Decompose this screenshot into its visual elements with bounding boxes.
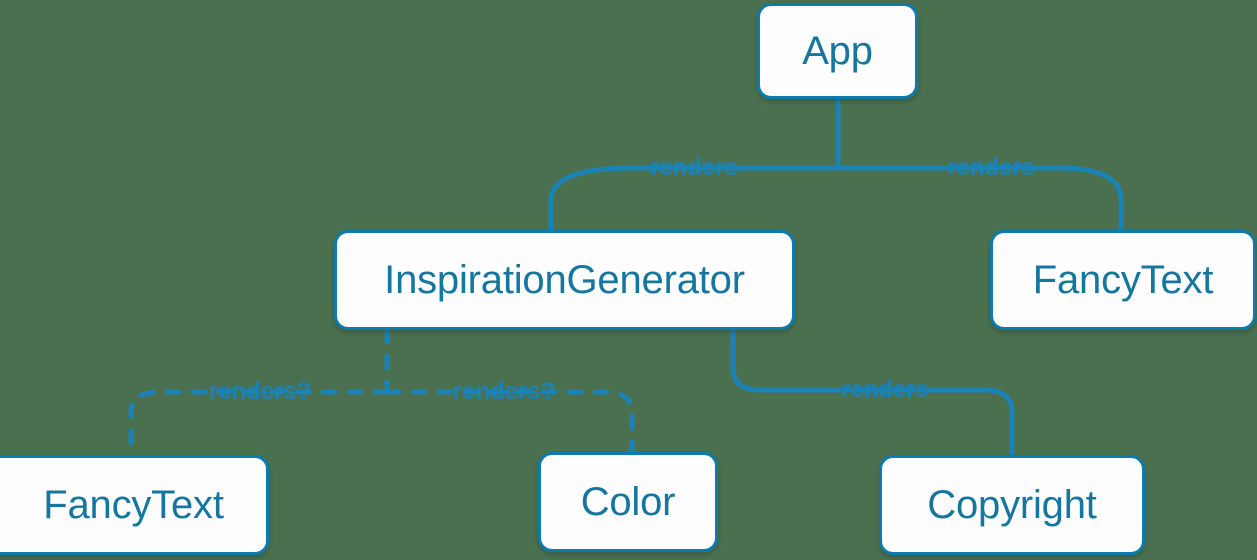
node-label-copyright: Copyright bbox=[927, 483, 1097, 527]
node-color[interactable]: Color bbox=[538, 452, 718, 552]
node-label-fancytext-bottom: FancyText bbox=[43, 483, 224, 527]
node-app[interactable]: App bbox=[757, 3, 918, 99]
edge-inspirationgenerator-to-color bbox=[384, 389, 635, 455]
edge-inspirationgenerator-to-fancytext bbox=[128, 389, 390, 458]
node-fancytext-top[interactable]: FancyText bbox=[990, 230, 1256, 330]
node-inspirationgenerator[interactable]: InspirationGenerator bbox=[334, 230, 795, 330]
node-fancytext-bottom[interactable]: FancyText bbox=[0, 455, 269, 555]
edge-app-to-fancytext bbox=[835, 165, 1124, 233]
edge-label-inspirationgenerator-fancytext: renders? bbox=[209, 378, 311, 405]
node-copyright[interactable]: Copyright bbox=[879, 455, 1145, 555]
node-label-fancytext-top: FancyText bbox=[1032, 258, 1214, 302]
node-label-color: Color bbox=[580, 480, 676, 524]
edge-label-inspirationgenerator-color: renders? bbox=[453, 378, 555, 405]
edge-label-app-fancytext: renders bbox=[947, 154, 1035, 181]
edge-inspirationgenerator-to-copyright bbox=[730, 327, 1015, 458]
node-label-app: App bbox=[802, 29, 873, 73]
node-label-inspirationgenerator: InspirationGenerator bbox=[384, 258, 745, 302]
edge-app-to-inspirationgenerator bbox=[548, 165, 841, 233]
edge-label-app-inspirationgenerator: renders bbox=[650, 154, 738, 181]
edge-label-inspirationgenerator-copyright: renders bbox=[841, 376, 929, 403]
